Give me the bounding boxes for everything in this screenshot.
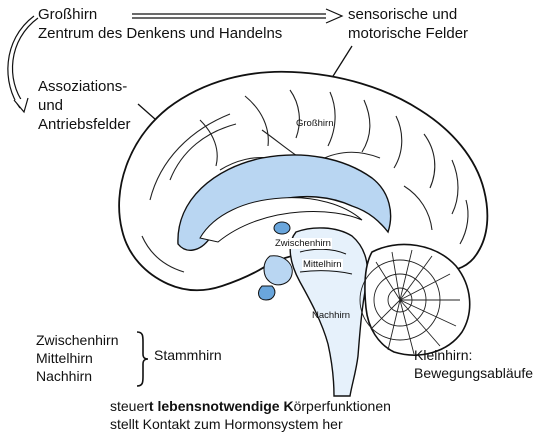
arrow-grosshirn-to-felder [132, 9, 342, 23]
group-item-nachhirn: Nachhirn [36, 368, 92, 385]
stammhirn-label: Stammhirn [154, 347, 222, 364]
curved-arrow-left [8, 16, 38, 112]
group-item-zwischenhirn: Zwischenhirn [36, 332, 118, 349]
label-mittelhirn-inner: Mittelhirn [302, 259, 343, 270]
kleinhirn-line2: Bewegungsabläufe [414, 365, 533, 382]
label-grosshirn-inner: Großhirn [296, 118, 333, 129]
assoc-line3: Antriebsfelder [38, 116, 131, 134]
function-line2: stellt Kontakt zum Hormonsystem her [110, 416, 343, 433]
function-line1: steuert lebensnotwendige Körperfunktione… [110, 398, 391, 415]
group-item-mittelhirn: Mittelhirn [36, 350, 93, 367]
label-nachhirn-inner: Nachhirn [312, 310, 350, 321]
kleinhirn-line1: Kleinhirn: [414, 347, 472, 364]
grosshirn-title: Großhirn [38, 6, 97, 24]
label-zwischenhirn-inner: Zwischenhirn [274, 238, 332, 249]
function-line1-part1: steuer [110, 398, 149, 414]
grosshirn-subtitle: Zentrum des Denkens und Handelns [38, 25, 282, 43]
function-line1-part2: t lebensnotwendige K [149, 398, 294, 414]
assoc-line1: Assoziations- [38, 78, 127, 96]
function-line1-part3: örperfunktionen [294, 398, 391, 414]
felder-line2: motorische Felder [348, 25, 468, 43]
assoc-line2: und [38, 97, 63, 115]
group-brace [134, 330, 150, 388]
felder-line1: sensorische und [348, 6, 457, 24]
